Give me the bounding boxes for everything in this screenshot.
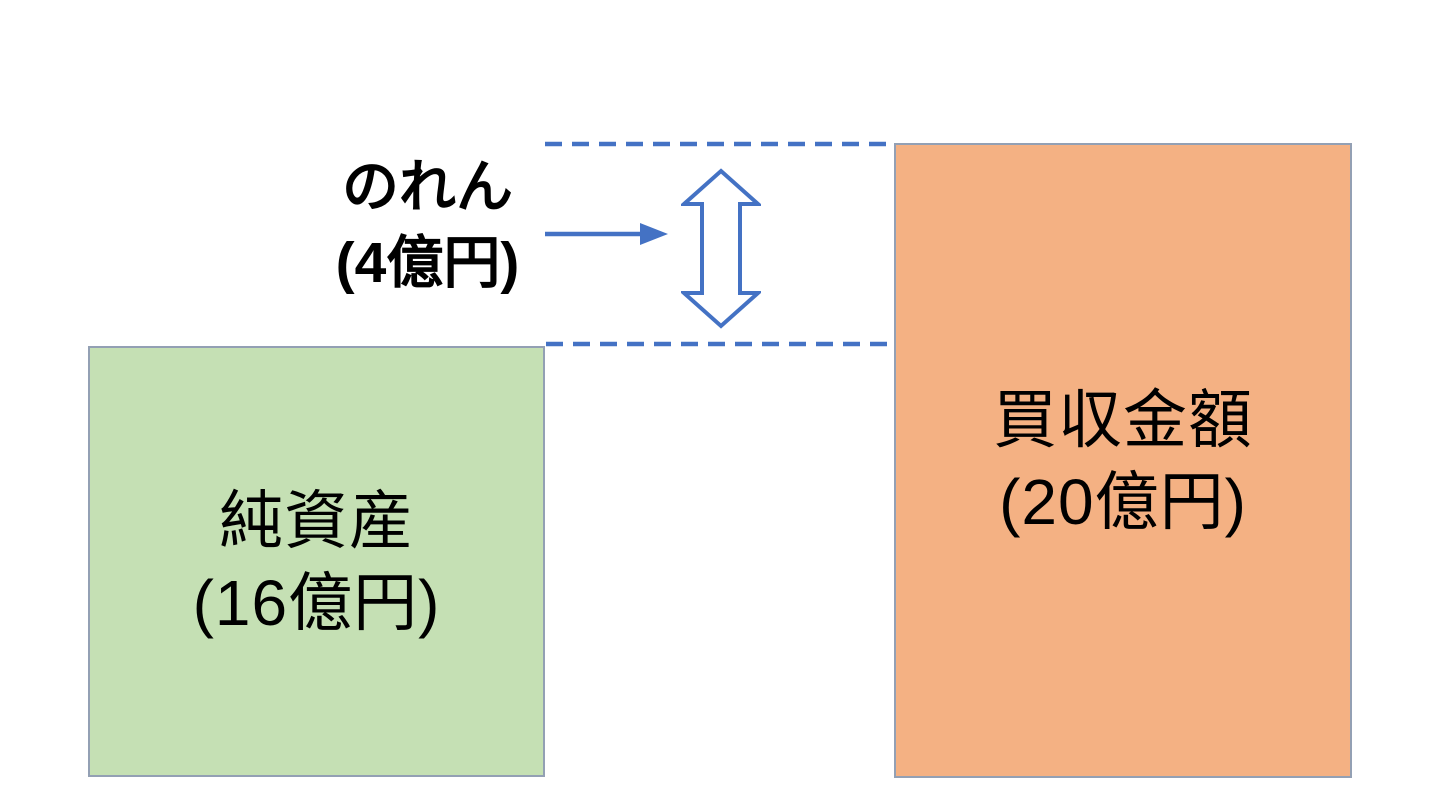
net-assets-amount: (16億円) [192,566,441,639]
right-arrow-icon [545,223,668,245]
acquisition-amount: (20億円) [999,465,1247,538]
goodwill-top-dashed-line [545,141,894,147]
acquisition-name: 買収金額 [993,383,1253,456]
goodwill-label: のれん (4億円) [295,149,560,301]
acquisition-box: 買収金額 (20億円) [894,143,1352,778]
goodwill-name: のれん [342,155,513,219]
net-assets-name: 純資産 [219,484,414,557]
updown-arrow-icon [681,168,761,329]
goodwill-bottom-dashed-line [546,341,894,347]
net-assets-box: 純資産 (16億円) [88,346,545,777]
goodwill-amount: (4億円) [335,231,520,295]
